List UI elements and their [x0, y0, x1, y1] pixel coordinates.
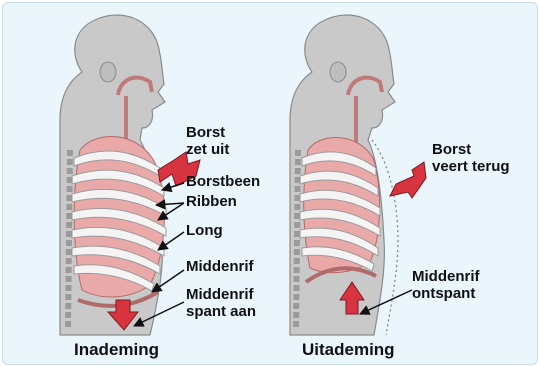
label-middenrif-2: Middenrif: [186, 286, 254, 303]
label-borstbeen: Borstbeen: [186, 173, 260, 190]
caption-inademing: Inademing: [74, 340, 159, 360]
label-veert-terug: veert terug: [432, 158, 510, 175]
exhale-figure: [290, 15, 426, 335]
label-long: Long: [186, 222, 223, 239]
caption-uitademing: Uitademing: [302, 340, 395, 360]
label-zet-uit: zet uit: [186, 141, 229, 158]
label-middenrif-right: Middenrif: [412, 268, 480, 285]
label-spant-aan: spant aan: [186, 303, 256, 320]
exhale-chest-recoil-arrow: [390, 162, 426, 198]
label-borst-left: Borst: [186, 124, 225, 141]
inhale-ear: [100, 62, 116, 82]
label-ontspant: ontspant: [412, 285, 475, 302]
label-borst-right: Borst: [432, 141, 471, 158]
inhale-figure: [60, 15, 200, 335]
leader-borstbeen: [162, 183, 184, 190]
label-middenrif: Middenrif: [186, 258, 254, 275]
exhale-ear: [330, 62, 346, 82]
label-ribben: Ribben: [186, 193, 237, 210]
